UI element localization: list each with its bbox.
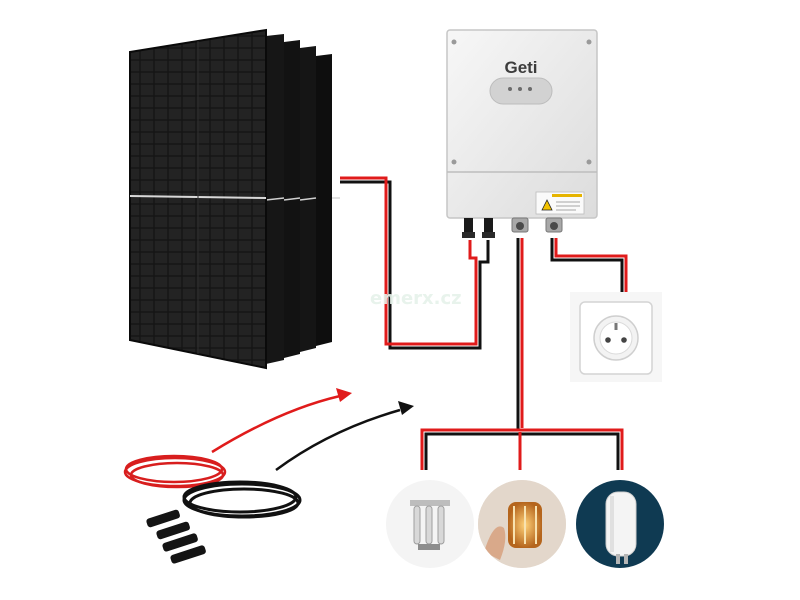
power-socket-icon bbox=[570, 292, 662, 382]
red-cable-coil bbox=[123, 454, 227, 489]
inverter-brand-logo: Geti bbox=[504, 58, 537, 77]
solar-panel-front bbox=[129, 28, 267, 370]
infrared-heater-icon bbox=[478, 480, 566, 568]
mc4-connector-icon bbox=[146, 509, 206, 564]
screw-icon bbox=[451, 39, 457, 45]
solar-panel-back-1 bbox=[265, 34, 285, 364]
hand-icon bbox=[484, 526, 506, 560]
screw-icon bbox=[586, 159, 592, 165]
red-arrow-head-icon bbox=[336, 388, 352, 402]
screw-icon bbox=[451, 159, 457, 165]
status-led-panel bbox=[489, 77, 553, 105]
water-boiler-icon bbox=[576, 480, 664, 568]
status-led-icon bbox=[508, 87, 512, 91]
watermark-text: emerx.cz bbox=[370, 288, 462, 309]
black-arrow bbox=[275, 408, 401, 472]
heating-element-icon bbox=[386, 480, 474, 568]
cable-gland-output-1 bbox=[511, 217, 529, 233]
pv-connector-positive bbox=[482, 218, 495, 238]
pv-connector-negative bbox=[462, 218, 475, 238]
cable-gland-output-2 bbox=[545, 217, 563, 233]
solar-panel-back-4 bbox=[316, 54, 332, 346]
warning-icon bbox=[541, 199, 553, 211]
hybrid-inverter: Geti bbox=[446, 29, 598, 238]
solar-panel-back-2 bbox=[283, 40, 301, 358]
panel-to-inverter-cable bbox=[340, 176, 490, 350]
red-arrow bbox=[211, 394, 341, 454]
inverter-to-socket-cable bbox=[550, 238, 628, 296]
black-cable-coil bbox=[182, 480, 302, 519]
black-arrow-head-icon bbox=[398, 401, 414, 415]
status-led-icon bbox=[518, 87, 522, 91]
status-led-icon bbox=[528, 87, 532, 91]
warning-label bbox=[535, 191, 585, 215]
inverter-to-appliances-cable bbox=[420, 238, 624, 470]
solar-panel-back-3 bbox=[299, 46, 317, 352]
solar-panel-stack bbox=[129, 28, 340, 370]
solar-cable-kit bbox=[123, 388, 414, 564]
screw-icon bbox=[586, 39, 592, 45]
